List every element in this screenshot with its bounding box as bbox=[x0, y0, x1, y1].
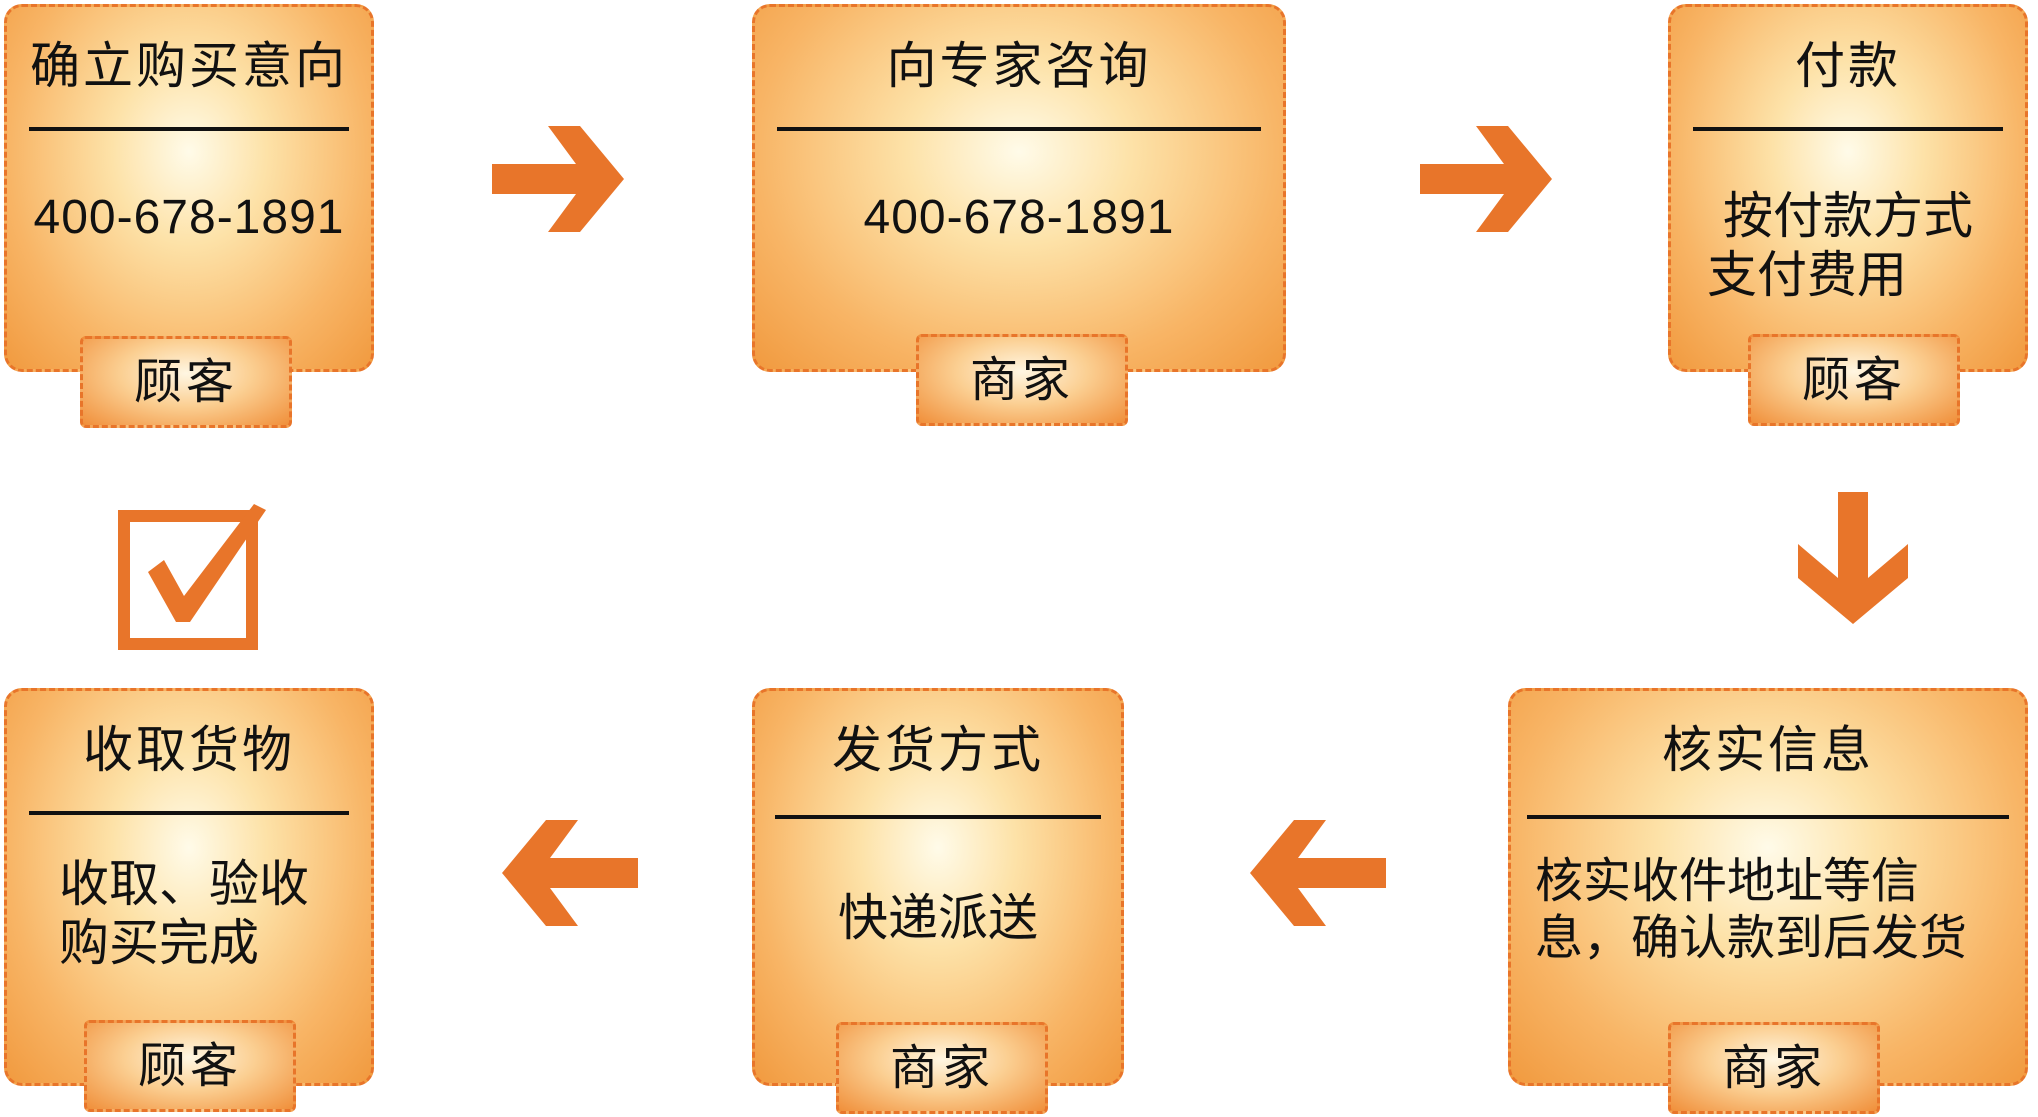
step-body-line: 400-678-1891 bbox=[33, 191, 345, 244]
arrow-right-icon bbox=[492, 126, 624, 232]
step-body-line: 支付费用 bbox=[1707, 246, 1907, 304]
step-card-1: 确立购买意向 400-678-1891 bbox=[4, 4, 374, 372]
step-title: 向专家咨询 bbox=[886, 37, 1152, 95]
role-tag: 顾客 bbox=[1748, 334, 1960, 426]
step-card-6: 收取货物 收取、验收 购买完成 bbox=[4, 688, 374, 1086]
role-tag: 顾客 bbox=[84, 1020, 296, 1112]
arrow-right-icon bbox=[1420, 126, 1552, 232]
arrow-left-icon bbox=[1250, 820, 1386, 926]
arrow-down-icon bbox=[1798, 492, 1908, 624]
divider bbox=[29, 811, 349, 815]
divider bbox=[29, 127, 349, 131]
step-title: 确立购买意向 bbox=[30, 37, 348, 95]
divider bbox=[1693, 127, 2003, 131]
step-title: 付款 bbox=[1795, 37, 1901, 95]
step-body-line: 核实收件地址等信 bbox=[1535, 853, 1920, 909]
divider bbox=[775, 815, 1101, 819]
step-body-line: 收取、验收 bbox=[59, 855, 309, 913]
step-title: 收取货物 bbox=[83, 721, 295, 779]
step-body: 收取、验收 购买完成 bbox=[59, 855, 371, 973]
role-tag: 商家 bbox=[916, 334, 1128, 426]
checkbox-checked-icon bbox=[118, 504, 266, 650]
step-body-line: 按付款方式 bbox=[1723, 187, 1973, 245]
step-card-3: 付款 按付款方式 支付费用 bbox=[1668, 4, 2028, 372]
step-body-line: 息，确认款到后发货 bbox=[1535, 909, 1968, 966]
role-tag: 商家 bbox=[1668, 1022, 1880, 1114]
role-tag: 顾客 bbox=[80, 336, 292, 428]
step-body-line: 快递派送 bbox=[838, 889, 1038, 947]
divider bbox=[777, 127, 1261, 131]
step-title: 发货方式 bbox=[832, 721, 1044, 779]
step-card-4: 核实信息 核实收件地址等信 息，确认款到后发货 bbox=[1508, 688, 2028, 1086]
step-body: 按付款方式 支付费用 bbox=[1671, 187, 2025, 305]
arrow-left-icon bbox=[502, 820, 638, 926]
step-body-line: 购买完成 bbox=[59, 914, 259, 972]
step-title: 核实信息 bbox=[1662, 721, 1874, 779]
step-body-line: 400-678-1891 bbox=[863, 191, 1175, 244]
divider bbox=[1527, 815, 2009, 819]
step-body: 核实收件地址等信 息，确认款到后发货 bbox=[1535, 853, 2025, 966]
step-card-2: 向专家咨询 400-678-1891 bbox=[752, 4, 1286, 372]
role-tag: 商家 bbox=[836, 1022, 1048, 1114]
